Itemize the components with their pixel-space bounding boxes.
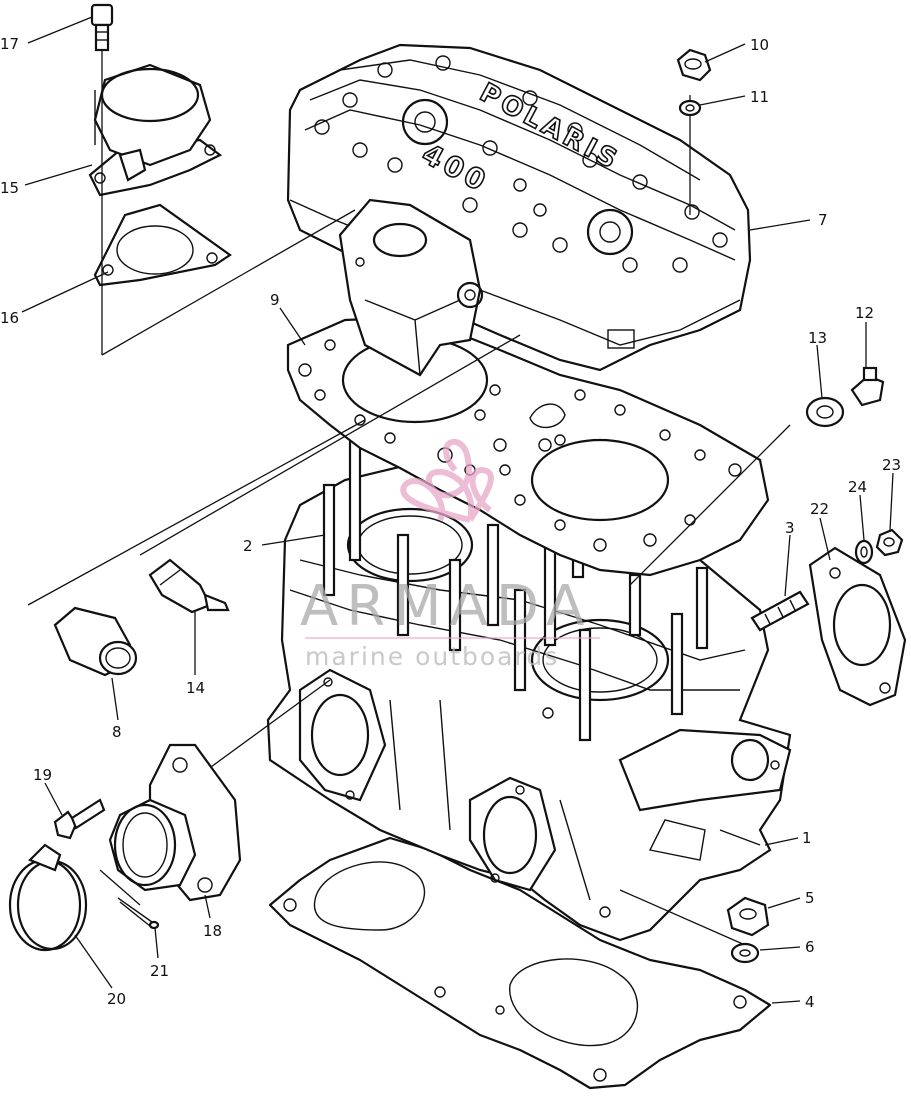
callouts: 17 15 16 10 11 7 9 12 13 23 24 22 3 2 14… — [0, 16, 901, 1011]
callout-16: 16 — [0, 309, 19, 327]
callout-8: 8 — [112, 723, 122, 741]
callout-2: 2 — [243, 537, 253, 555]
intake-manifold — [108, 743, 242, 902]
callout-14: 14 — [186, 679, 205, 697]
thermostat-gasket — [93, 203, 232, 287]
callout-15: 15 — [0, 179, 19, 197]
base-nut — [726, 896, 770, 937]
callout-10: 10 — [750, 36, 769, 54]
head-washer — [678, 99, 702, 117]
exhaust-lockwasher — [854, 539, 874, 565]
intake-bolt — [53, 798, 106, 840]
temp-switch — [148, 558, 230, 614]
thermostat-cover — [88, 63, 223, 197]
cylinder-studs — [322, 438, 709, 742]
callout-17: 17 — [0, 35, 19, 53]
head-bolt-bosses — [314, 55, 728, 273]
callout-3: 3 — [785, 519, 795, 537]
watermark-logo — [400, 439, 494, 523]
callout-21: 21 — [150, 962, 169, 980]
watermark: ARMADA marine outboards — [300, 439, 600, 671]
callout-22: 22 — [810, 500, 829, 518]
temp-sensor-washer — [805, 396, 845, 428]
head-gasket — [286, 316, 770, 577]
water-outlet-housing — [338, 198, 484, 377]
callout-11: 11 — [750, 88, 769, 106]
hose-clamp — [8, 843, 88, 952]
callout-4: 4 — [805, 993, 815, 1011]
exhaust-nut — [875, 528, 904, 557]
head-nut — [676, 48, 712, 82]
callout-5: 5 — [805, 889, 815, 907]
clamp-screw — [117, 897, 160, 930]
callout-6: 6 — [805, 938, 815, 956]
callout-13: 13 — [808, 329, 827, 347]
callout-1: 1 — [802, 829, 812, 847]
temp-sensor — [850, 366, 885, 407]
callout-12: 12 — [855, 304, 874, 322]
exhaust-stud — [750, 590, 810, 632]
watermark-title: ARMADA — [300, 574, 592, 639]
exhaust-gasket — [808, 546, 907, 707]
watermark-subtitle: marine outboards — [305, 642, 559, 671]
fitting — [53, 606, 138, 677]
callout-7: 7 — [818, 211, 828, 229]
callout-24: 24 — [848, 478, 867, 496]
base-washer — [730, 942, 760, 964]
callout-20: 20 — [107, 990, 126, 1008]
callout-9: 9 — [270, 291, 280, 309]
callout-23: 23 — [882, 456, 901, 474]
thermostat-bolt — [90, 3, 114, 52]
callout-18: 18 — [203, 922, 222, 940]
callout-19: 19 — [33, 766, 52, 784]
assembly-guide-lines — [27, 50, 791, 946]
